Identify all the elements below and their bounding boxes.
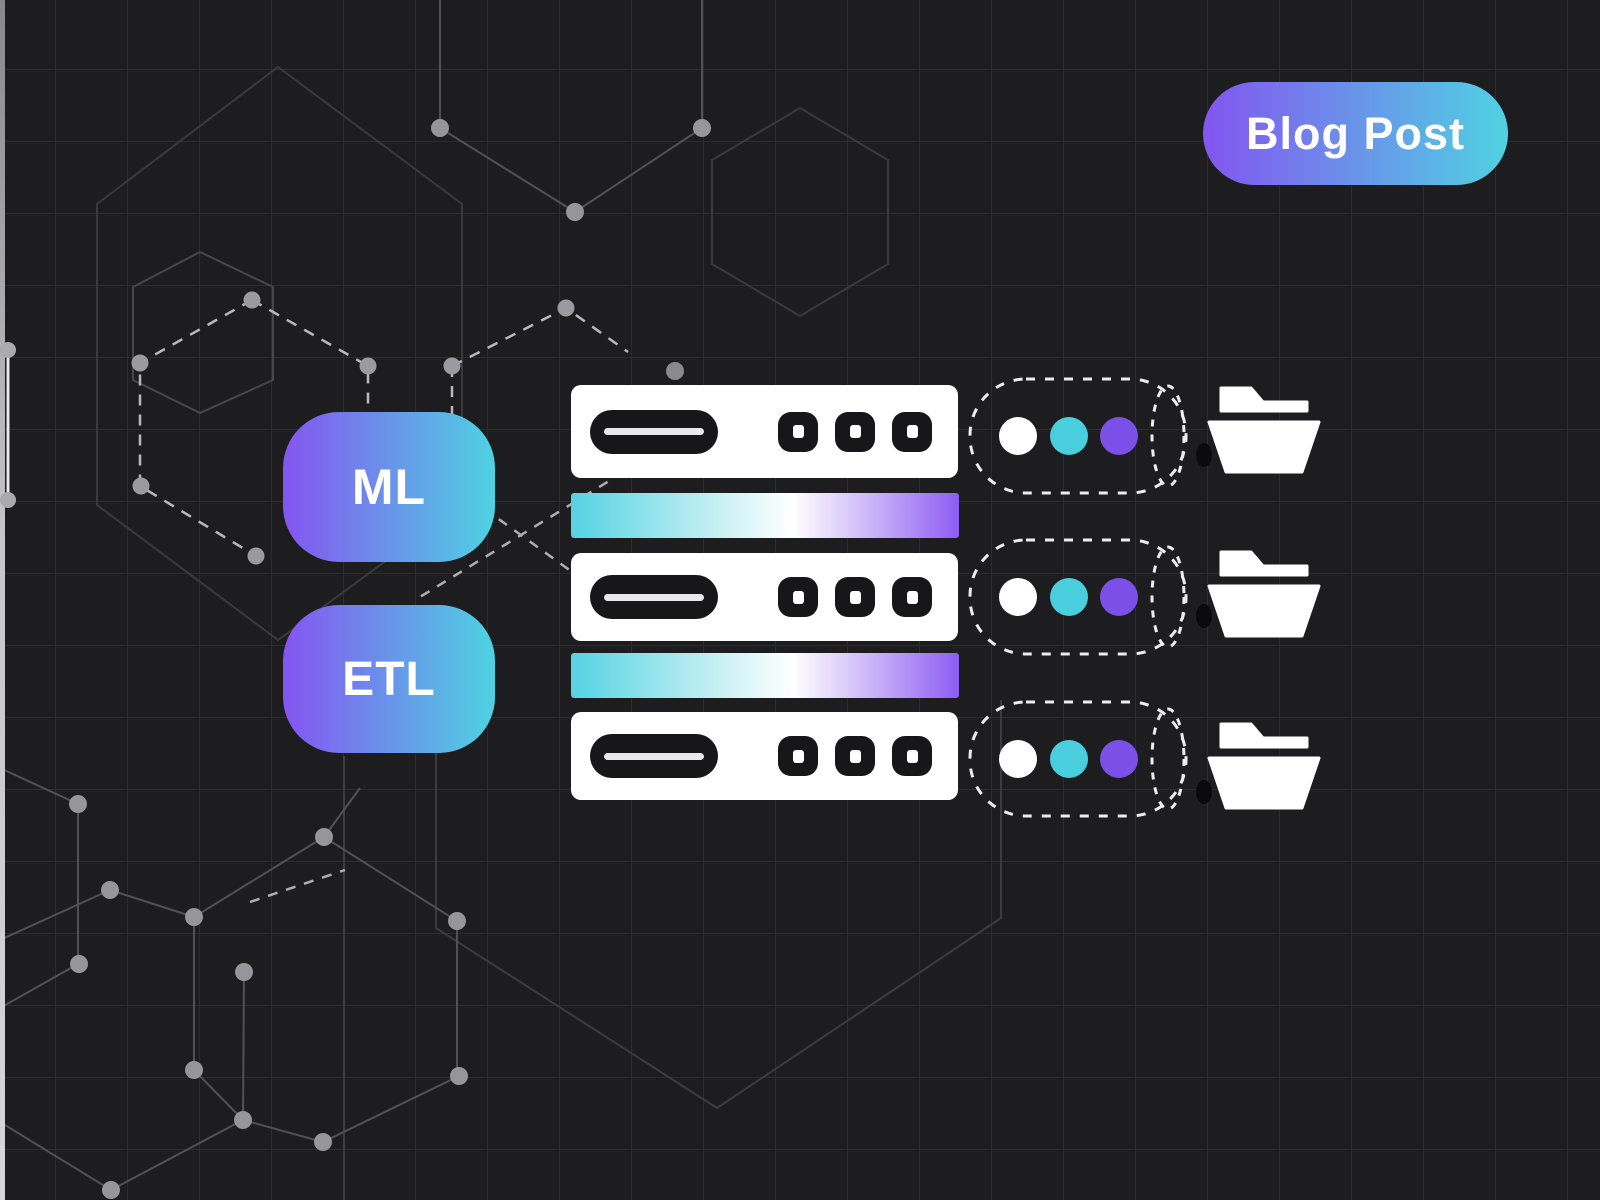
vent-led [906, 749, 918, 763]
node-network-top [431, 0, 711, 380]
gradient-data-bar [571, 653, 959, 698]
left-edge-accent [0, 0, 16, 1200]
vent-button-icon [835, 411, 875, 452]
indicator-capsule [968, 700, 1188, 818]
vent-led [906, 425, 918, 438]
folder-icon [1207, 386, 1321, 474]
vent-button-icon [892, 736, 932, 776]
server-rack-icon [571, 712, 958, 800]
slot-handle [604, 752, 704, 760]
status-dot-cyan [1050, 578, 1088, 616]
vent-button-icon [778, 577, 818, 617]
folder-icon [1207, 722, 1321, 810]
vent-led [849, 749, 861, 763]
dashed-network [131, 291, 641, 904]
vent-button-icon [892, 411, 932, 452]
blog-post-badge[interactable]: Blog Post [1203, 82, 1508, 185]
vent-button-icon [778, 411, 818, 452]
vent-button-icon [835, 736, 875, 776]
folder-icon [1207, 550, 1321, 638]
indicator-capsule [968, 538, 1188, 656]
vent-button-icon [892, 577, 932, 617]
blog-post-badge-label: Blog Post [1246, 107, 1465, 159]
status-dot-white [999, 740, 1037, 778]
etl-stage-badge: ETL [283, 605, 495, 753]
vent-led [792, 590, 804, 604]
vent-led [906, 590, 918, 604]
server-rack-icon [571, 553, 958, 641]
ml-stage-badge: ML [283, 412, 495, 562]
status-dot-white [999, 417, 1037, 455]
vent-led [849, 590, 861, 604]
slot-handle [604, 593, 704, 601]
ml-stage-label: ML [351, 459, 427, 515]
status-dot-cyan [1050, 417, 1088, 455]
indicator-capsule [968, 377, 1188, 495]
drive-slot-icon [590, 575, 718, 619]
vent-led [792, 749, 804, 763]
status-dot-cyan [1050, 740, 1088, 778]
vent-led [849, 425, 861, 438]
status-dot-purple [1100, 740, 1138, 778]
status-dot-white [999, 578, 1037, 616]
slot-handle [604, 428, 704, 435]
status-dot-purple [1100, 578, 1138, 616]
drive-slot-icon [590, 409, 718, 454]
etl-stage-label: ETL [342, 652, 436, 706]
server-rack-icon [571, 385, 958, 478]
node-network-bottom-left [0, 767, 468, 1199]
drive-slot-icon [590, 734, 718, 778]
status-dot-purple [1100, 417, 1138, 455]
vent-button-icon [835, 577, 875, 617]
gradient-data-bar [571, 493, 959, 538]
vent-led [792, 425, 804, 438]
vent-button-icon [778, 736, 818, 776]
